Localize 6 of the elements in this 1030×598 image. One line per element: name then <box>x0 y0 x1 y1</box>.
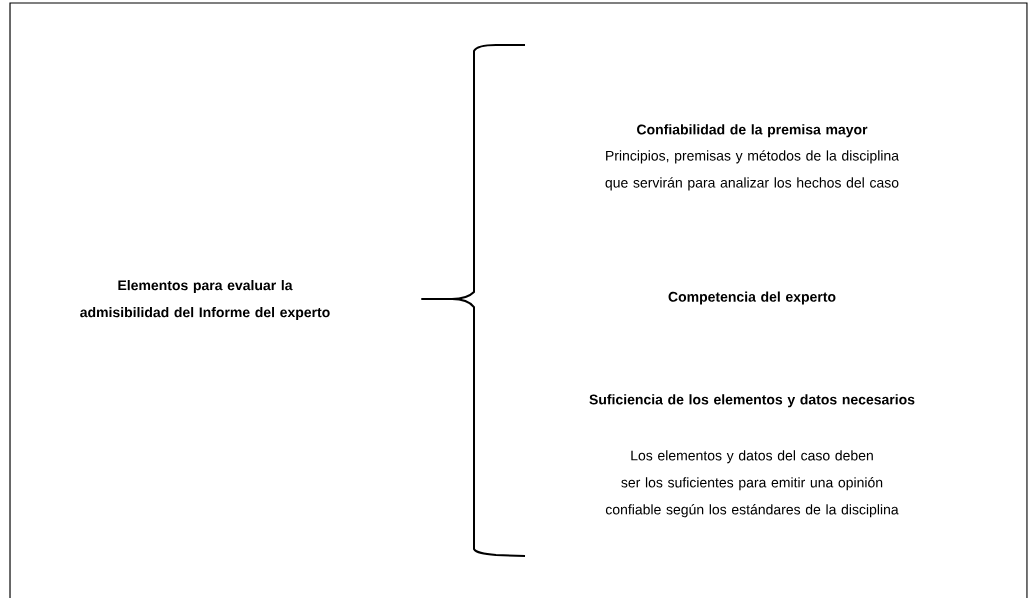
heading-text: Elementos para evaluar la admisibilidad del Informe del experto <box>80 280 330 321</box>
description-text: Los elementos y datos del caso deben ser los suficientes para emitir una opinión confiable según los estándares de la disciplina <box>605 450 899 518</box>
description-text: Principios, premisas y métodos de la disciplina que servirán para analizar los hechos del caso <box>605 150 899 191</box>
heading-text: Confiabilidad de la premisa mayor <box>637 124 868 138</box>
heading-text: Competencia del experto <box>668 291 836 305</box>
heading-text: Suficiencia de los elementos y datos necesarios <box>589 394 915 408</box>
